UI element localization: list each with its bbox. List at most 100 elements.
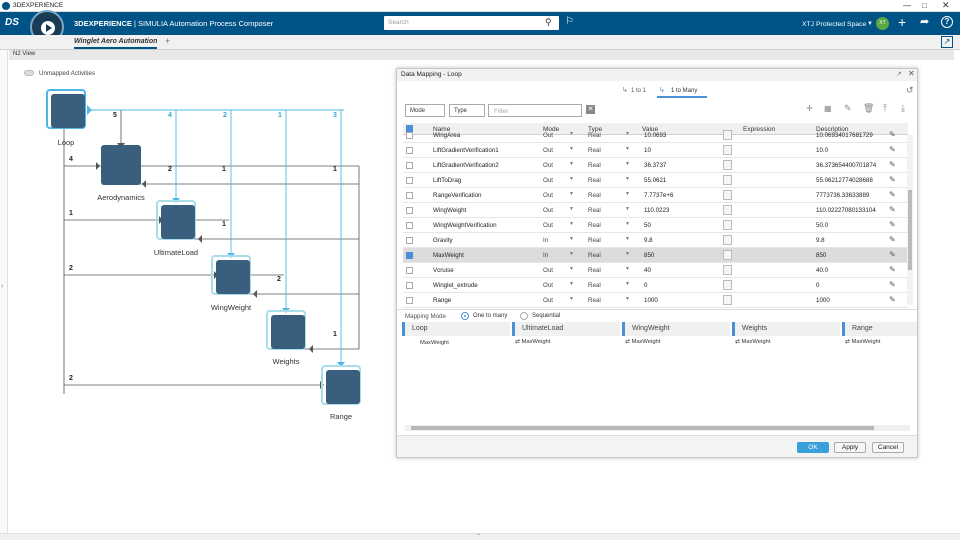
row-checkbox[interactable] bbox=[406, 207, 413, 214]
search-input[interactable]: Search ⚲ bbox=[384, 16, 559, 30]
search-icon[interactable]: ⚲ bbox=[545, 17, 552, 27]
type-filter[interactable]: Type bbox=[449, 104, 485, 117]
import-icon[interactable]: ⤒ bbox=[883, 103, 887, 113]
row-type[interactable]: Real bbox=[588, 297, 601, 304]
row-mode[interactable]: Out bbox=[543, 282, 553, 289]
row-value[interactable]: 0 bbox=[644, 282, 648, 289]
row-value[interactable]: 55.0621 bbox=[644, 177, 667, 184]
type-dropdown-icon[interactable]: ▼ bbox=[625, 146, 630, 152]
row-type[interactable]: Real bbox=[588, 132, 601, 139]
column-header[interactable]: Mode bbox=[543, 126, 560, 133]
chevron-right-icon[interactable]: › bbox=[1, 283, 4, 290]
unmapped-toggle[interactable] bbox=[24, 70, 34, 76]
avatar[interactable]: XT bbox=[876, 17, 889, 30]
row-mode[interactable]: Out bbox=[543, 192, 553, 199]
value-stepper[interactable] bbox=[723, 130, 732, 140]
row-value[interactable]: 9.8 bbox=[644, 237, 653, 244]
edit-row-icon[interactable]: ✎ bbox=[889, 295, 896, 304]
row-value[interactable]: 110.0223 bbox=[644, 207, 670, 214]
type-dropdown-icon[interactable]: ▼ bbox=[625, 281, 630, 287]
row-checkbox[interactable] bbox=[406, 267, 413, 274]
row-mode[interactable]: Out bbox=[543, 162, 553, 169]
type-dropdown-icon[interactable]: ▼ bbox=[625, 236, 630, 242]
add-row-icon[interactable]: + bbox=[806, 101, 814, 115]
row-value[interactable]: 10 bbox=[644, 147, 651, 154]
row-value[interactable]: 10.0693 bbox=[644, 132, 667, 139]
chevron-up-icon[interactable]: ⌃ bbox=[476, 534, 482, 540]
mode-dropdown-icon[interactable]: ▼ bbox=[569, 296, 574, 302]
delete-icon[interactable]: 🗑 bbox=[863, 103, 875, 113]
expand-icon[interactable]: ↗ bbox=[941, 36, 953, 48]
row-checkbox[interactable] bbox=[406, 297, 413, 304]
close-icon[interactable]: ✕ bbox=[942, 0, 950, 10]
tag-icon[interactable]: ⚐ bbox=[565, 16, 574, 27]
map-value[interactable]: MaxWeight bbox=[420, 340, 449, 346]
mode-dropdown-icon[interactable]: ▼ bbox=[569, 176, 574, 182]
n2-canvas[interactable]: Unmapped Activities bbox=[9, 60, 399, 530]
row-checkbox[interactable] bbox=[406, 282, 413, 289]
dialog-close-icon[interactable]: ✕ bbox=[908, 69, 915, 78]
filter-input[interactable]: Filter bbox=[488, 104, 582, 117]
mode-dropdown-icon[interactable]: ▼ bbox=[569, 251, 574, 257]
map-value[interactable]: ⇄ MaxWeight bbox=[845, 339, 881, 345]
node-wingweight[interactable] bbox=[211, 255, 251, 295]
value-stepper[interactable] bbox=[723, 250, 732, 260]
value-stepper[interactable] bbox=[723, 160, 732, 170]
row-value[interactable]: 50 bbox=[644, 222, 651, 229]
edit-row-icon[interactable]: ✎ bbox=[889, 160, 896, 169]
tab-1-to-many[interactable]: ↳ 1 to Many bbox=[657, 85, 707, 98]
mode-dropdown-icon[interactable]: ▼ bbox=[569, 146, 574, 152]
row-mode[interactable]: Out bbox=[543, 147, 553, 154]
type-dropdown-icon[interactable]: ▼ bbox=[625, 206, 630, 212]
row-value[interactable]: 1000 bbox=[644, 297, 658, 304]
edit-icon[interactable]: ✎ bbox=[844, 103, 852, 113]
row-checkbox[interactable] bbox=[406, 222, 413, 229]
row-type[interactable]: Real bbox=[588, 192, 601, 199]
row-type[interactable]: Real bbox=[588, 147, 601, 154]
tab-winglet-aero-automation[interactable]: Winglet Aero Automation bbox=[74, 38, 158, 49]
vertical-scrollbar[interactable] bbox=[907, 135, 913, 305]
value-stepper[interactable] bbox=[723, 265, 732, 275]
select-all-checkbox[interactable] bbox=[406, 125, 413, 132]
row-type[interactable]: Real bbox=[588, 267, 601, 274]
row-checkbox[interactable] bbox=[406, 132, 413, 139]
edit-row-icon[interactable]: ✎ bbox=[889, 220, 896, 229]
mode-dropdown-icon[interactable]: ▼ bbox=[569, 191, 574, 197]
maximize-icon[interactable]: □ bbox=[922, 1, 927, 10]
radio-one-to-many[interactable] bbox=[461, 312, 469, 320]
ok-button[interactable]: OK bbox=[797, 442, 829, 453]
row-value[interactable]: 40 bbox=[644, 267, 651, 274]
value-stepper[interactable] bbox=[723, 190, 732, 200]
mode-dropdown-icon[interactable]: ▼ bbox=[569, 266, 574, 272]
value-stepper[interactable] bbox=[723, 205, 732, 215]
scrollbar-thumb[interactable] bbox=[411, 426, 874, 430]
type-dropdown-icon[interactable]: ▼ bbox=[625, 251, 630, 257]
add-icon[interactable]: + bbox=[898, 14, 907, 30]
value-stepper[interactable] bbox=[723, 220, 732, 230]
node-ultimateload[interactable] bbox=[156, 200, 196, 240]
cancel-button[interactable]: Cancel bbox=[872, 442, 904, 453]
node-loop[interactable] bbox=[46, 89, 86, 129]
edit-row-icon[interactable]: ✎ bbox=[889, 280, 896, 289]
map-value[interactable]: ⇄ MaxWeight bbox=[735, 339, 771, 345]
horizontal-scrollbar[interactable] bbox=[405, 425, 910, 431]
row-mode[interactable]: Out bbox=[543, 222, 553, 229]
row-type[interactable]: Real bbox=[588, 282, 601, 289]
tab-1-to-1[interactable]: 1 to 1 bbox=[631, 88, 647, 94]
edit-row-icon[interactable]: ✎ bbox=[889, 130, 896, 139]
edit-row-icon[interactable]: ✎ bbox=[889, 145, 896, 154]
row-type[interactable]: Real bbox=[588, 162, 601, 169]
row-checkbox[interactable] bbox=[406, 177, 413, 184]
scrollbar-thumb[interactable] bbox=[908, 190, 912, 270]
minimize-icon[interactable]: — bbox=[903, 1, 911, 10]
row-type[interactable]: Real bbox=[588, 207, 601, 214]
type-dropdown-icon[interactable]: ▼ bbox=[625, 131, 630, 137]
row-checkbox[interactable] bbox=[406, 192, 413, 199]
